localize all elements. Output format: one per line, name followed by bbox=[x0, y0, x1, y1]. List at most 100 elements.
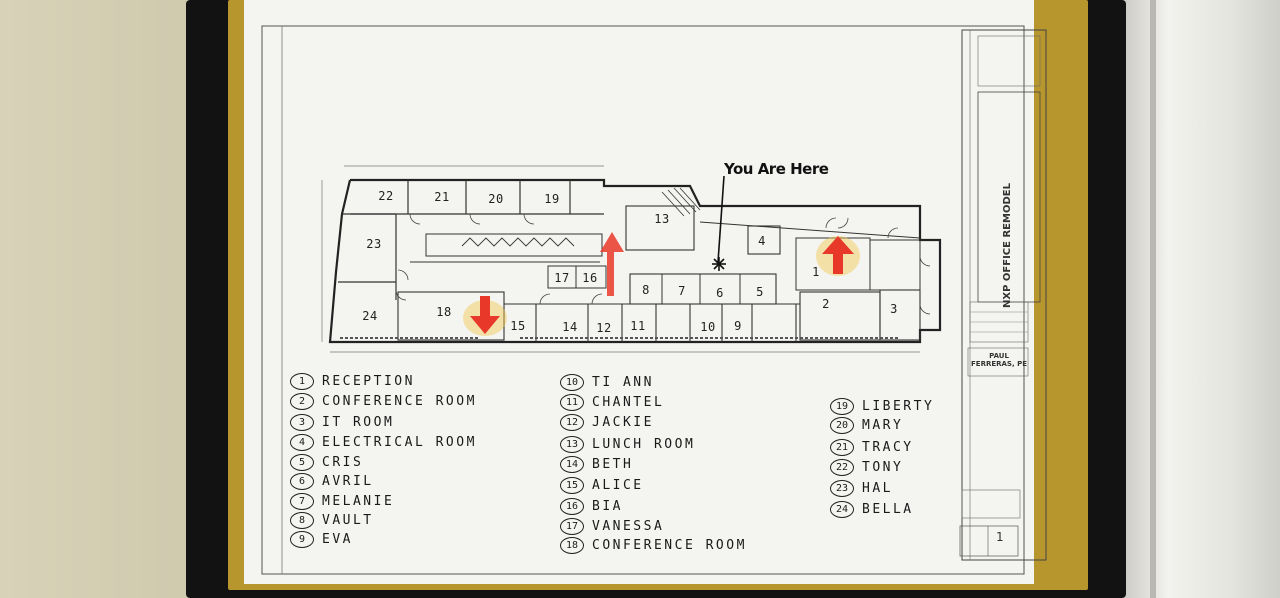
door-trim bbox=[1120, 0, 1280, 598]
legend-label: EVA bbox=[322, 532, 353, 547]
legend-label: MARY bbox=[862, 418, 904, 433]
room-number-13: 13 bbox=[654, 212, 670, 226]
legend-number: 9 bbox=[290, 531, 314, 548]
legend-number: 24 bbox=[830, 501, 854, 518]
legend-item: 12 JACKIE bbox=[560, 414, 654, 431]
room-number-22: 22 bbox=[378, 189, 394, 203]
legend-number: 6 bbox=[290, 473, 314, 490]
legend-number: 11 bbox=[560, 394, 584, 411]
legend-item: 13 LUNCH ROOM bbox=[560, 436, 695, 453]
legend-number: 23 bbox=[830, 480, 854, 497]
legend-item: 22 TONY bbox=[830, 459, 903, 476]
legend-label: AVRIL bbox=[322, 474, 374, 489]
legend-label: BIA bbox=[592, 499, 623, 514]
room-number-20: 20 bbox=[488, 192, 504, 206]
legend-label: TONY bbox=[862, 460, 904, 475]
legend-item: 11 CHANTEL bbox=[560, 394, 664, 411]
you-are-here-label: You Are Here bbox=[724, 160, 829, 178]
legend-label: RECEPTION bbox=[322, 374, 415, 389]
legend-item: 16 BIA bbox=[560, 498, 623, 515]
legend-label: JACKIE bbox=[592, 415, 654, 430]
legend-item: 17 VANESSA bbox=[560, 518, 664, 535]
legend-number: 20 bbox=[830, 417, 854, 434]
legend-label: CONFERENCE ROOM bbox=[322, 394, 477, 409]
legend-label: LUNCH ROOM bbox=[592, 437, 696, 452]
room-number-5: 5 bbox=[756, 285, 764, 299]
legend-number: 10 bbox=[560, 374, 584, 391]
legend-label: TI ANN bbox=[592, 375, 654, 390]
arrow-up-icon-2 bbox=[600, 232, 624, 296]
room-number-10: 10 bbox=[700, 320, 716, 334]
legend-number: 8 bbox=[290, 512, 314, 529]
door-trim-edge bbox=[1150, 0, 1156, 598]
room-number-7: 7 bbox=[678, 284, 686, 298]
project-title: NXP OFFICE REMODEL bbox=[1001, 182, 1013, 308]
legend-item: 10 TI ANN bbox=[560, 374, 654, 391]
legend-label: ALICE bbox=[592, 478, 644, 493]
engineer-name: PAUL FERRERAS, PE bbox=[971, 352, 1027, 368]
legend-label: LIBERTY bbox=[862, 399, 935, 414]
legend-number: 19 bbox=[830, 398, 854, 415]
room-number-23: 23 bbox=[366, 237, 382, 251]
legend-label: VANESSA bbox=[592, 519, 665, 534]
legend-label: BELLA bbox=[862, 502, 914, 517]
legend-label: TRACY bbox=[862, 440, 914, 455]
legend-number: 22 bbox=[830, 459, 854, 476]
room-number-1: 1 bbox=[812, 265, 820, 279]
legend-label: BETH bbox=[592, 457, 634, 472]
room-number-16: 16 bbox=[582, 271, 598, 285]
legend-item: 8 VAULT bbox=[290, 512, 374, 529]
legend-label: CHANTEL bbox=[592, 395, 665, 410]
legend-number: 1 bbox=[290, 373, 314, 390]
room-number-15: 15 bbox=[510, 319, 526, 333]
room-number-18: 18 bbox=[436, 305, 452, 319]
room-number-8: 8 bbox=[642, 283, 650, 297]
arrow-down-icon bbox=[470, 296, 500, 334]
room-number-6: 6 bbox=[716, 286, 724, 300]
legend-item: 19 LIBERTY bbox=[830, 398, 934, 415]
legend-number: 16 bbox=[560, 498, 584, 515]
legend-item: 1 RECEPTION bbox=[290, 373, 415, 390]
room-number-4: 4 bbox=[758, 234, 766, 248]
legend-number: 3 bbox=[290, 414, 314, 431]
legend-number: 2 bbox=[290, 393, 314, 410]
room-number-24: 24 bbox=[362, 309, 378, 323]
room-number-3: 3 bbox=[890, 302, 898, 316]
room-number-9: 9 bbox=[734, 319, 742, 333]
legend-item: 2 CONFERENCE ROOM bbox=[290, 393, 477, 410]
legend-number: 18 bbox=[560, 537, 584, 554]
room-number-2: 2 bbox=[822, 297, 830, 311]
legend-item: 4 ELECTRICAL ROOM bbox=[290, 434, 477, 451]
legend-number: 13 bbox=[560, 436, 584, 453]
legend-item: 21 TRACY bbox=[830, 439, 914, 456]
legend-item: 9 EVA bbox=[290, 531, 353, 548]
you-are-here-marker bbox=[712, 257, 726, 271]
legend-number: 7 bbox=[290, 493, 314, 510]
room-number-17: 17 bbox=[554, 271, 570, 285]
legend-number: 21 bbox=[830, 439, 854, 456]
you-are-here-pointer bbox=[717, 175, 725, 263]
legend-item: 14 BETH bbox=[560, 456, 633, 473]
legend-item: 20 MARY bbox=[830, 417, 903, 434]
legend-label: CRIS bbox=[322, 455, 364, 470]
room-number-21: 21 bbox=[434, 190, 450, 204]
room-number-12: 12 bbox=[596, 321, 612, 335]
legend-number: 14 bbox=[560, 456, 584, 473]
legend-label: MELANIE bbox=[322, 494, 395, 509]
legend-label: IT ROOM bbox=[322, 415, 395, 430]
legend-number: 4 bbox=[290, 434, 314, 451]
room-number-14: 14 bbox=[562, 320, 578, 334]
legend-label: ELECTRICAL ROOM bbox=[322, 435, 477, 450]
legend-number: 12 bbox=[560, 414, 584, 431]
legend-number: 17 bbox=[560, 518, 584, 535]
legend-number: 15 bbox=[560, 477, 584, 494]
legend-item: 15 ALICE bbox=[560, 477, 644, 494]
arrow-up-icon bbox=[822, 236, 854, 274]
legend-number: 5 bbox=[290, 454, 314, 471]
sheet-number: 1 bbox=[996, 530, 1004, 544]
room-number-11: 11 bbox=[630, 319, 646, 333]
legend-item: 6 AVRIL bbox=[290, 473, 374, 490]
legend-label: VAULT bbox=[322, 513, 374, 528]
